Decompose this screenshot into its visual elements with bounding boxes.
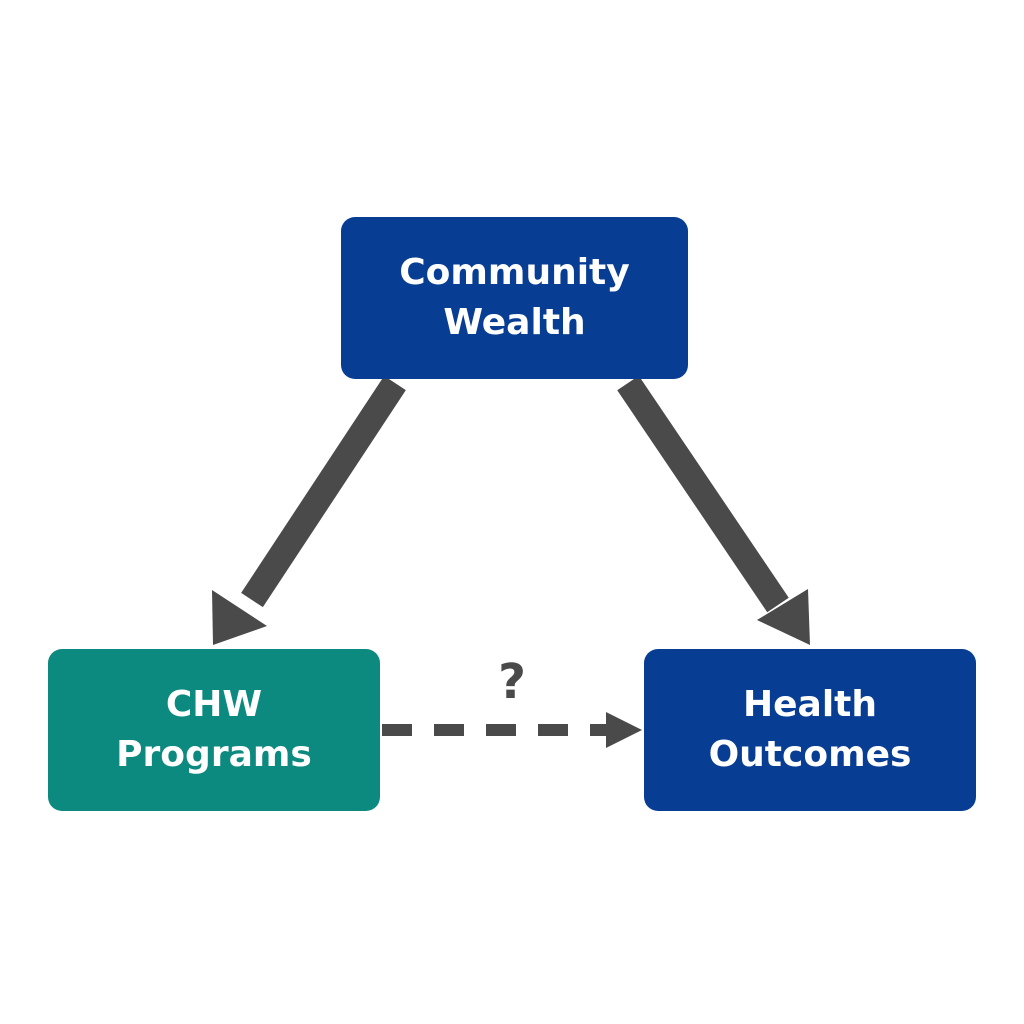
node-chw-programs: CHW Programs xyxy=(48,649,380,811)
node-chw-programs-line2: Programs xyxy=(116,734,312,775)
node-health-outcomes-line2: Outcomes xyxy=(708,734,912,775)
node-community-wealth: Community Wealth xyxy=(341,217,688,379)
arrow-wealth-to-health xyxy=(617,375,810,645)
node-community-wealth-line2: Wealth xyxy=(443,302,586,343)
node-community-wealth-line1: Community xyxy=(399,252,630,293)
node-chw-programs-line1: CHW xyxy=(165,684,263,725)
arrow-chw-to-health-dashed xyxy=(382,712,642,748)
arrow-wealth-to-chw xyxy=(212,375,406,645)
node-health-outcomes-line1: Health xyxy=(742,684,877,725)
uncertain-link-label: ? xyxy=(498,654,526,710)
node-health-outcomes: Health Outcomes xyxy=(644,649,976,811)
